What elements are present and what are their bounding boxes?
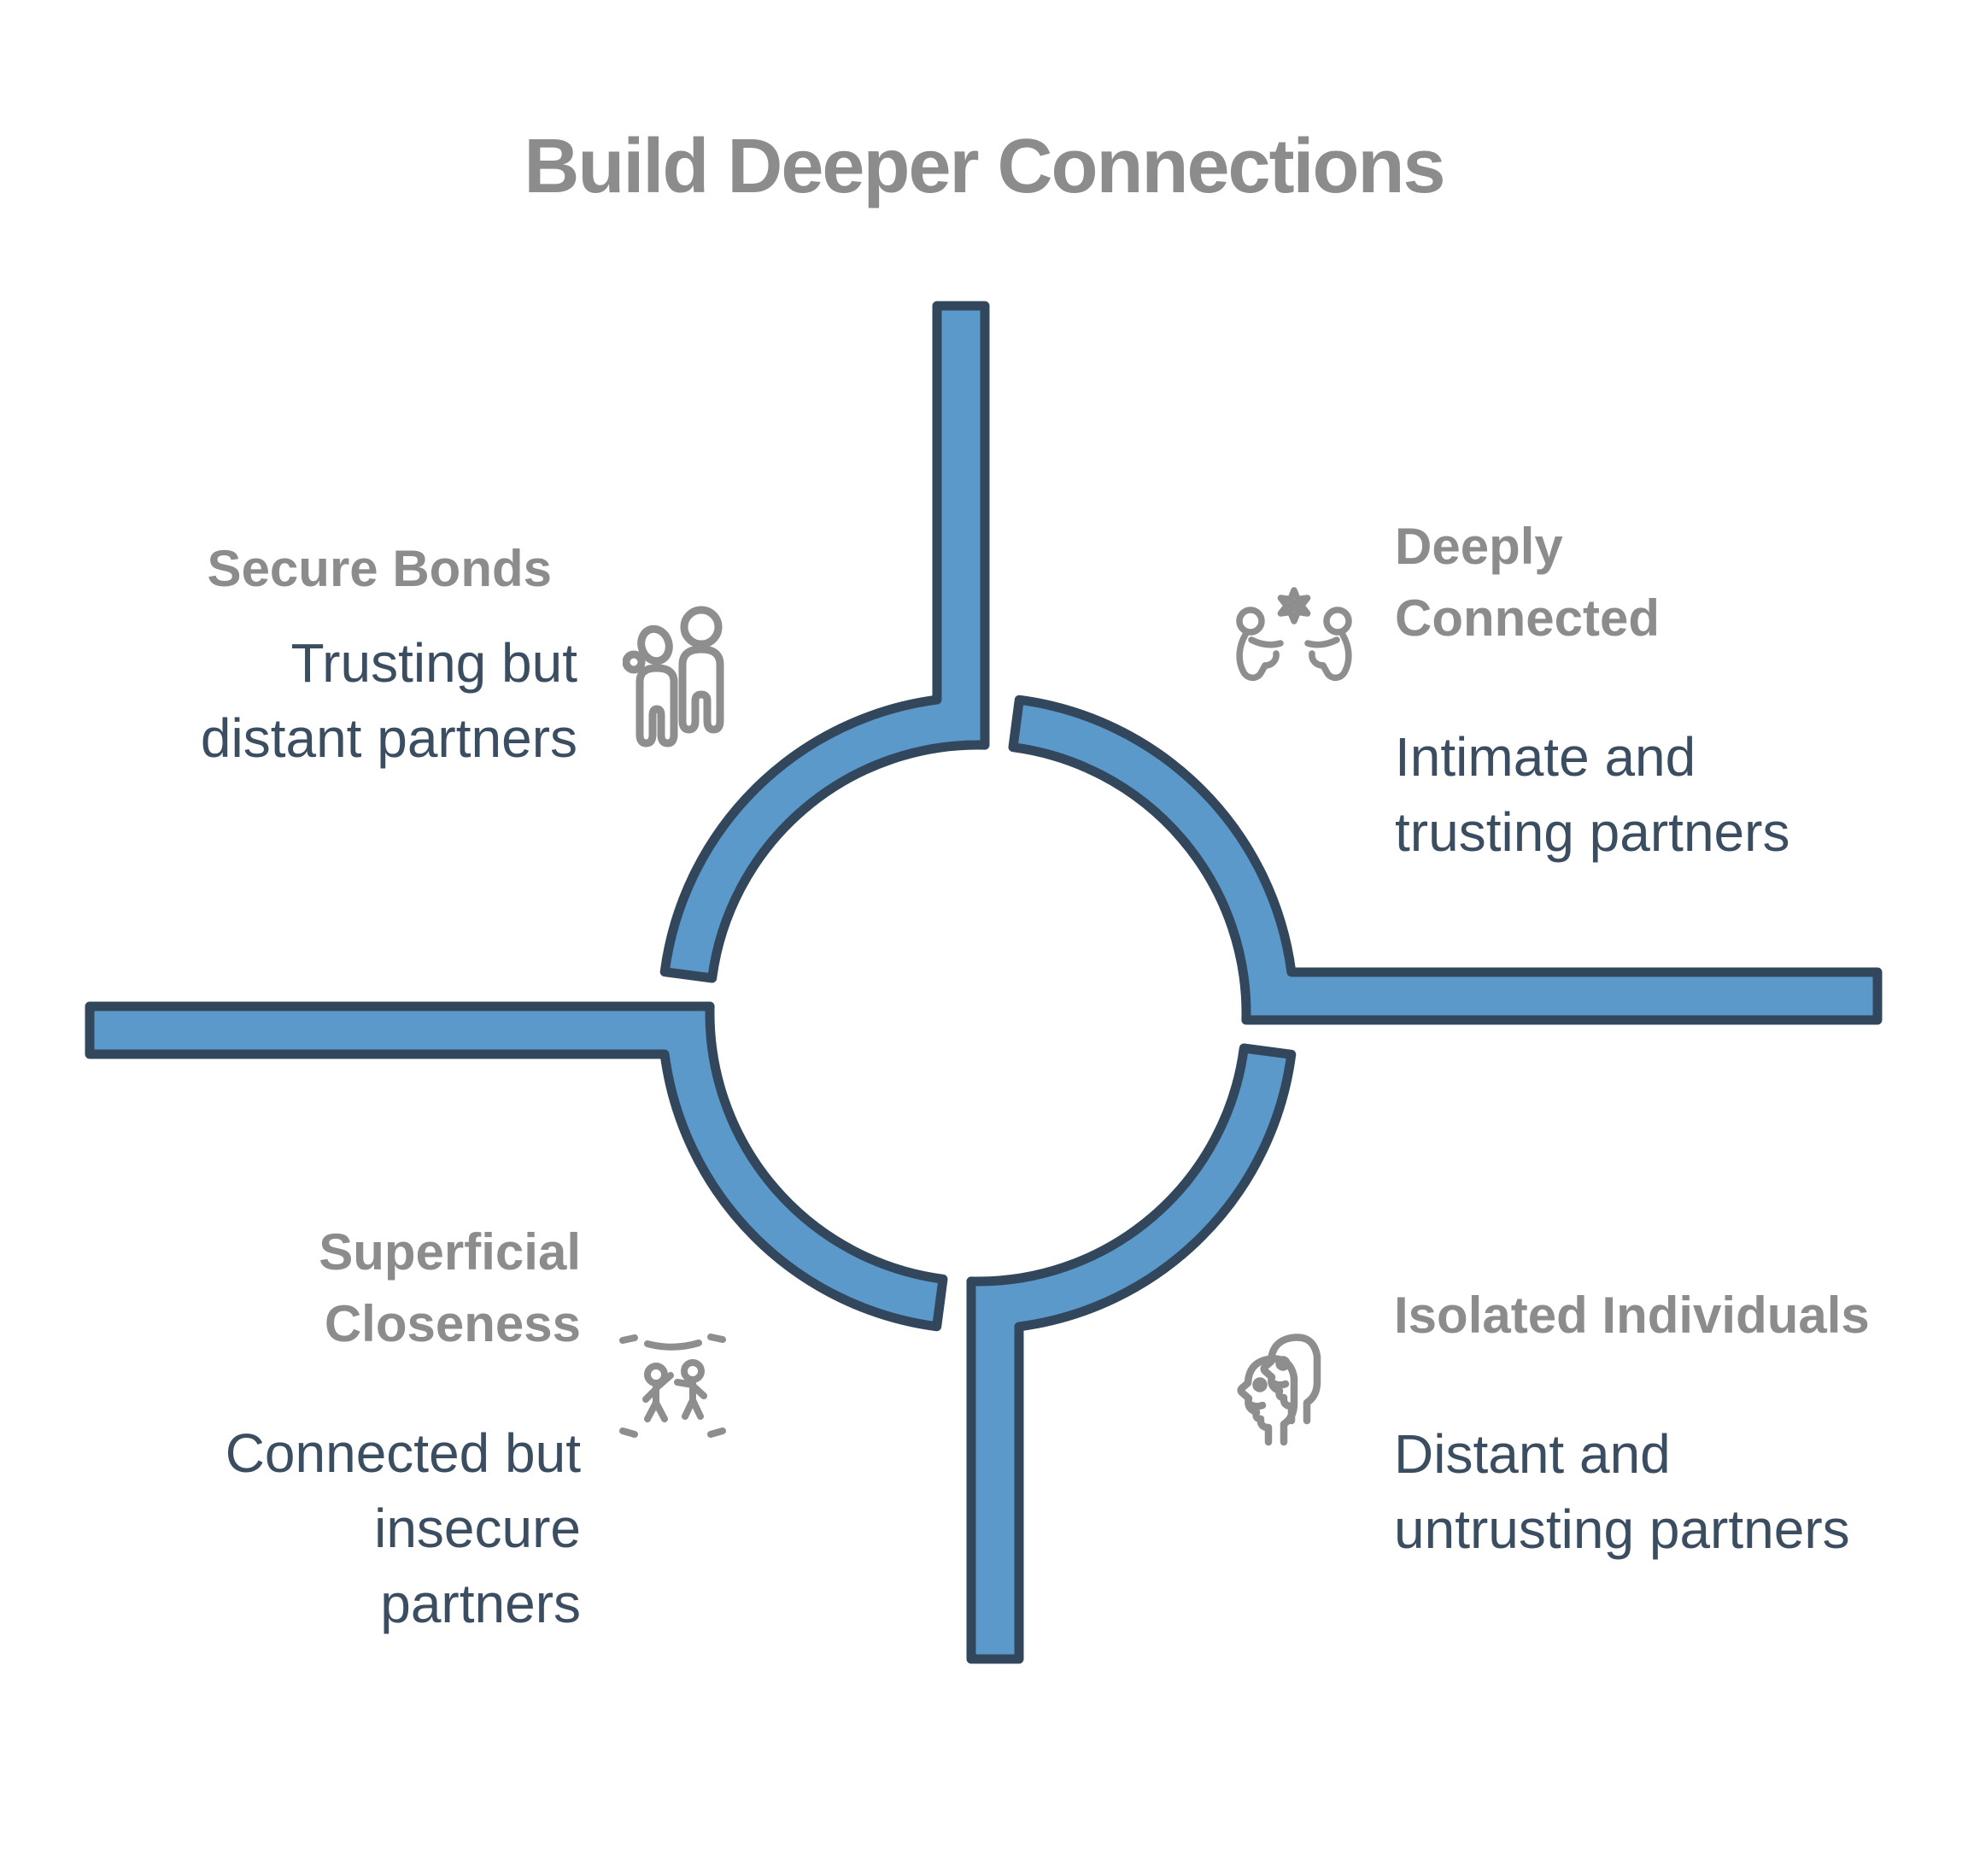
dashed-boundary-people-icon: [619, 1334, 726, 1438]
quadrant-heading: Deeply Connected: [1395, 518, 1660, 647]
head-profile-front: [1237, 1355, 1298, 1446]
quadrant-top-left: Secure Bonds Trusting but distant partne…: [201, 533, 577, 776]
star-center-dot: [1287, 599, 1301, 613]
kneeling-person-left: [1236, 607, 1284, 681]
person-hand: [623, 650, 646, 674]
arm-left-arc-bottom-left: [85, 1001, 948, 1332]
quadrant-heading: Secure Bonds: [207, 540, 552, 597]
person-head: [680, 606, 723, 648]
boundary-dashes: [619, 1334, 726, 1438]
small-person-right: [674, 1359, 707, 1420]
quadrant-heading: Isolated Individuals: [1394, 1287, 1870, 1344]
arm-right-arc-top-right: [1008, 695, 1883, 1025]
quadrant-bottom-left: Superficial Closeness Connected but inse…: [226, 1216, 581, 1641]
person-body: [678, 645, 724, 734]
quadrant-description: Distant and untrusting partners: [1394, 1423, 1850, 1560]
person-body: [636, 664, 678, 747]
quadrant-description: Intimate and trusting partners: [1395, 726, 1790, 863]
quadrant-heading: Superficial Closeness: [319, 1223, 581, 1352]
arm-bottom-arc-bottom-right: [966, 1043, 1297, 1664]
star-icon: [1277, 587, 1311, 624]
kneeling-person-right: [1304, 607, 1352, 681]
quadrant-description: Connected but insecure partners: [225, 1422, 581, 1634]
arm-top-arc-top-left: [659, 301, 990, 983]
partners-connecting-star-icon: [1236, 587, 1352, 681]
person-head: [637, 624, 673, 665]
page-title: Build Deeper Connections: [524, 124, 1445, 209]
quadrant-top-right: Deeply Connected Intimate and trusting p…: [1395, 511, 1789, 870]
quadrant-description: Trusting but distant partners: [200, 632, 577, 769]
head-profiles-icon: [1237, 1334, 1321, 1446]
quadrant-bottom-right: Isolated Individuals Distant and untrust…: [1394, 1280, 1870, 1567]
two-people-standing-icon: [623, 606, 724, 747]
small-person-left: [642, 1363, 674, 1422]
